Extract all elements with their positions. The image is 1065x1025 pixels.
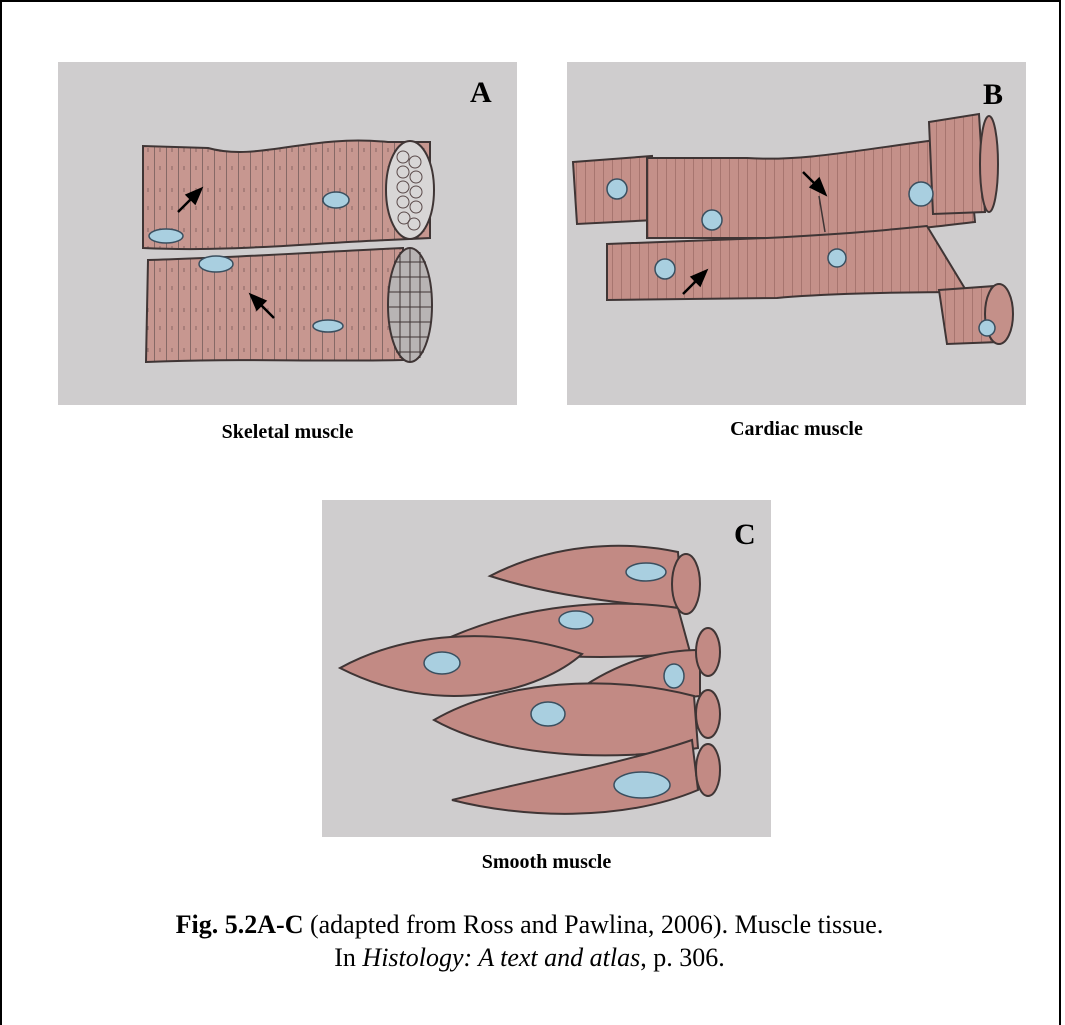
panel-letter-a: A	[470, 76, 492, 110]
figure-caption: Fig. 5.2A-C (adapted from Ross and Pawli…	[0, 908, 1059, 974]
panel-letter-c: C	[734, 518, 756, 552]
book-title: Histology: A text and atlas	[362, 943, 640, 972]
caption-skeletal-muscle: Skeletal muscle	[58, 421, 517, 444]
smooth-muscle-drawing	[322, 500, 771, 837]
fiber-upper-right	[929, 114, 985, 214]
figure-caption-line-1: Fig. 5.2A-C (adapted from Ross and Pawli…	[0, 908, 1059, 941]
caption-cardiac-muscle: Cardiac muscle	[567, 418, 1026, 441]
frame-left-border	[0, 0, 2, 1025]
caption-smooth-muscle: Smooth muscle	[322, 851, 771, 874]
figure-caption-text-1: (adapted from Ross and Pawlina, 2006). M…	[303, 910, 883, 939]
skeletal-muscle-drawing	[58, 62, 517, 405]
frame-right-border	[1059, 0, 1061, 1025]
panel-c-smooth-muscle: C	[322, 500, 771, 837]
figure-caption-suffix-2: , p. 306.	[640, 943, 725, 972]
frame-top-border	[0, 0, 1059, 2]
panel-a-skeletal-muscle: A	[58, 62, 517, 405]
lower-fiber	[146, 248, 403, 362]
panel-letter-b: B	[983, 78, 1003, 112]
panel-b-cardiac-muscle: B	[567, 62, 1026, 405]
cardiac-muscle-drawing	[567, 62, 1026, 405]
figure-label: Fig. 5.2A-C	[176, 910, 304, 939]
figure-caption-prefix-2: In	[334, 943, 362, 972]
fiber-upper-right-end	[980, 116, 998, 212]
figure-caption-line-2: In Histology: A text and atlas, p. 306.	[0, 941, 1059, 974]
